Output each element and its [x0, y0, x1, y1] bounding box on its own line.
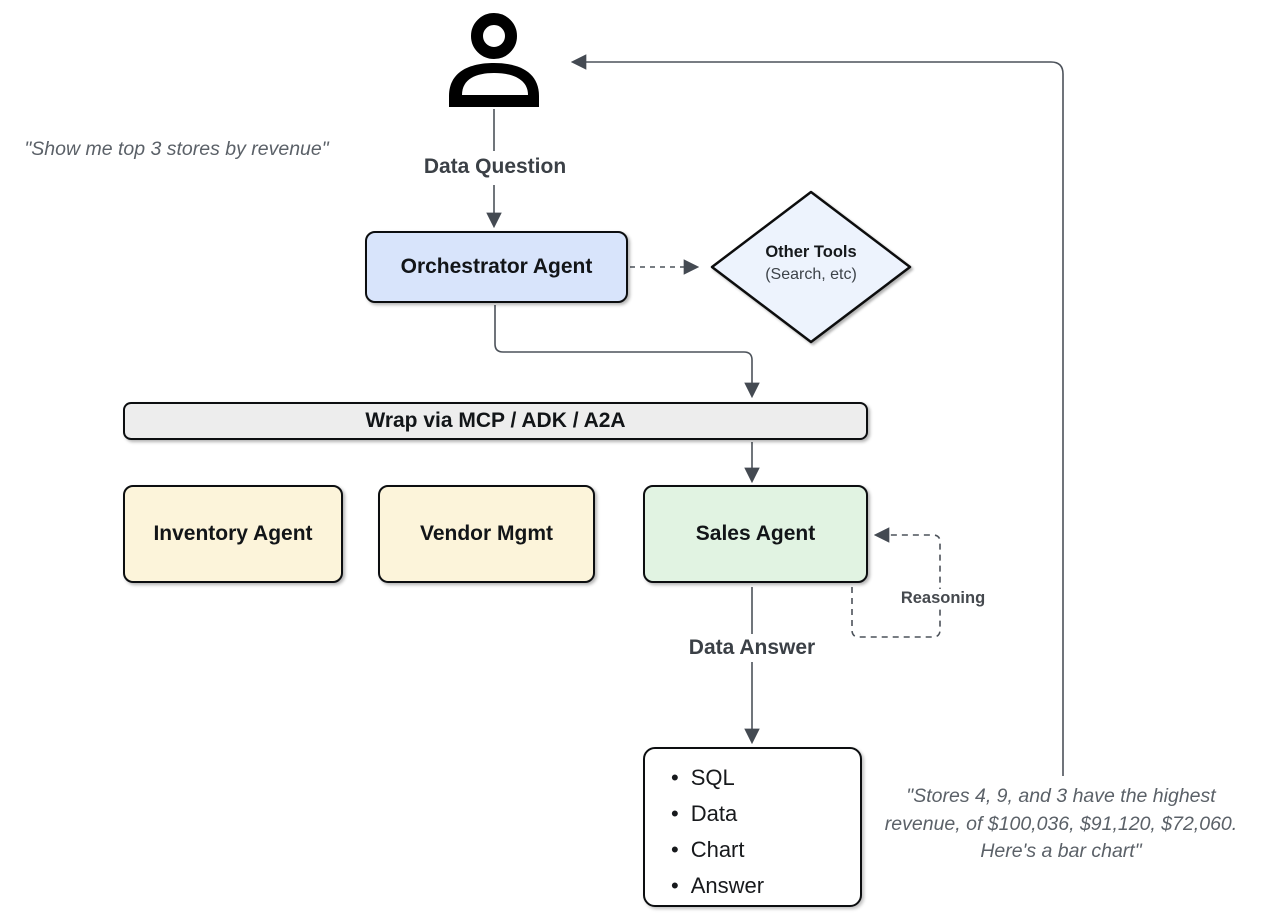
connector-orchestrator-to-bar [494, 305, 752, 396]
wrap-mcp-adk-a2a-bar: Wrap via MCP / ADK / A2A [123, 402, 868, 440]
list-item: Answer [671, 868, 860, 904]
agent-answer-quote: "Stores 4, 9, and 3 have the highest rev… [884, 785, 1238, 862]
other-tools-node: Other Tools (Search, etc) [731, 243, 891, 284]
data-question-label: Data Question [423, 155, 567, 178]
list-item: Data [671, 796, 860, 832]
inventory-agent-node: Inventory Agent [123, 485, 343, 583]
vendor-mgmt-node: Vendor Mgmt [378, 485, 595, 583]
user-query-quote: "Show me top 3 stores by revenue" [24, 138, 329, 160]
reasoning-label: Reasoning [884, 589, 1002, 608]
connector-reasoning-loop-dashed [851, 535, 941, 638]
other-tools-diamond [710, 190, 912, 344]
list-item: Chart [671, 832, 860, 868]
other-tools-title: Other Tools [765, 243, 857, 261]
list-item: SQL [671, 760, 860, 796]
sales-agent-node: Sales Agent [643, 485, 868, 583]
user-person-icon [449, 13, 539, 107]
output-artifacts-list: SQL Data Chart Answer [645, 749, 860, 904]
connector-feedback-to-user [573, 62, 1064, 776]
orchestrator-agent-node: Orchestrator Agent [365, 231, 628, 303]
data-answer-label: Data Answer [688, 636, 816, 659]
output-artifacts-node: SQL Data Chart Answer [643, 747, 862, 907]
other-tools-subtitle: (Search, etc) [765, 266, 857, 283]
